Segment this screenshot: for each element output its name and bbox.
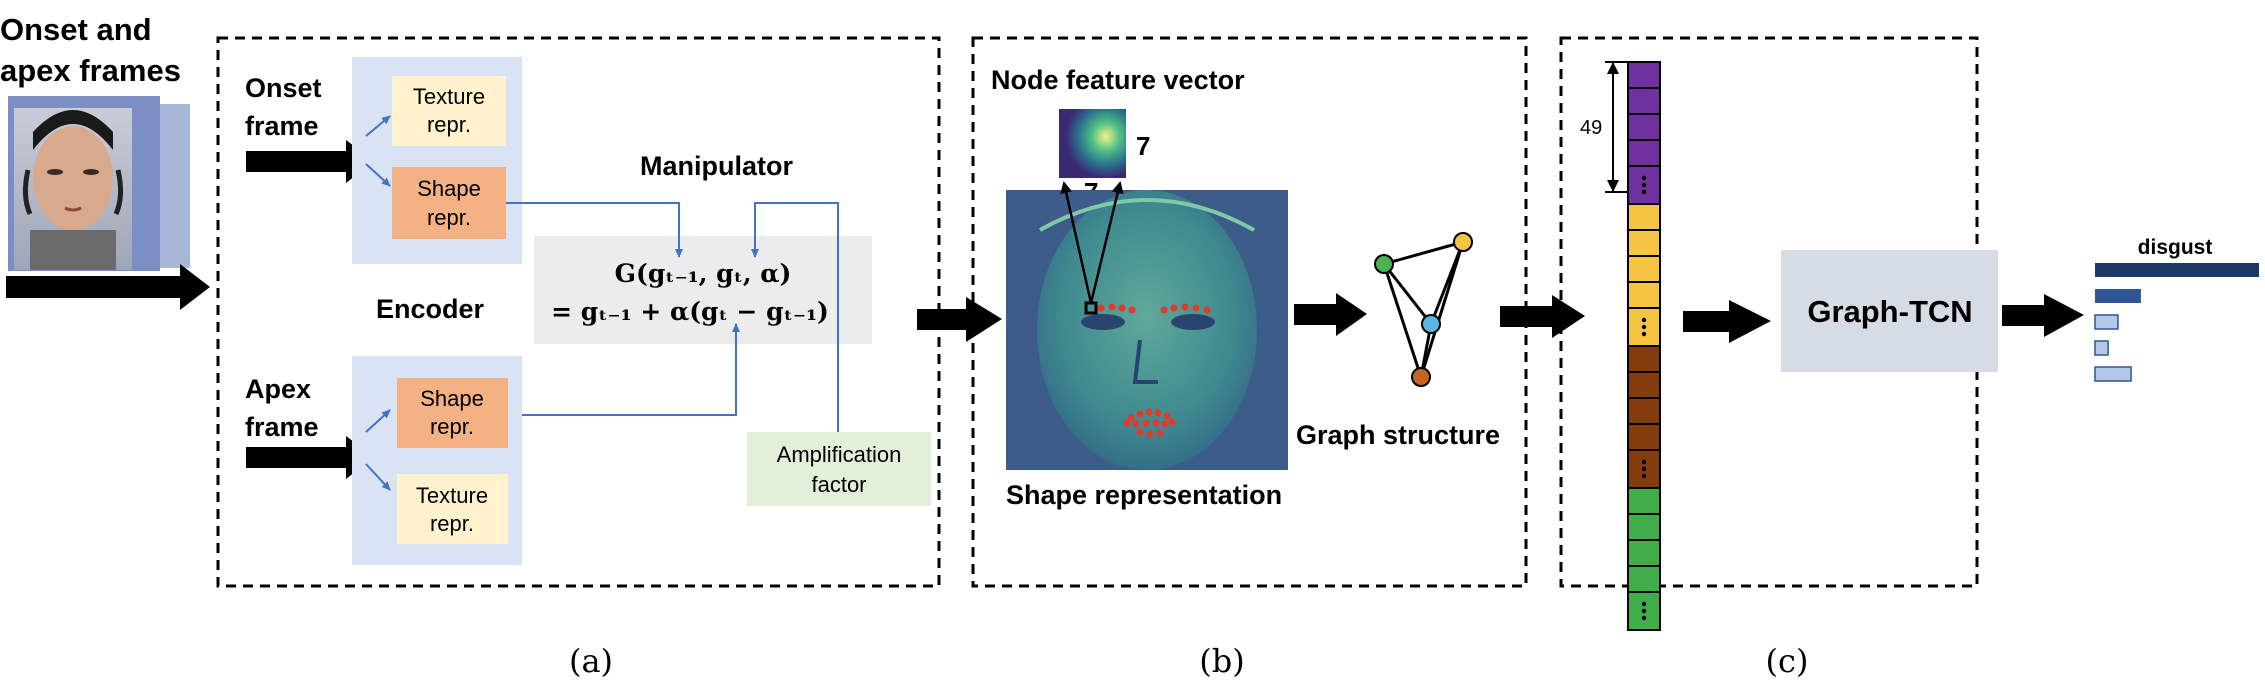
graph-node-blue — [1421, 314, 1441, 334]
amp-to-manipulator — [751, 202, 839, 432]
ellipsis-dot — [1641, 473, 1647, 479]
dimension-label: 49 — [1580, 117, 1602, 139]
feature-patch — [1059, 109, 1126, 178]
ellipsis-dot — [1641, 324, 1647, 330]
onset-texture-line1: Texture — [413, 84, 485, 109]
onset-shape-line2: repr. — [427, 205, 471, 230]
ellipsis-dot — [1641, 466, 1647, 472]
onset-texture-line2: repr. — [427, 112, 471, 137]
feature-cell — [1627, 539, 1661, 567]
formula-box — [534, 236, 872, 344]
arrow-a-to-b — [917, 297, 1002, 342]
patch-extraction-lines — [1060, 181, 1124, 304]
onset-label-line2: frame — [245, 111, 319, 141]
apex-shape-box — [397, 378, 508, 448]
onset-shape-to-manipulator — [506, 202, 683, 258]
apex-texture-line1: Texture — [416, 483, 488, 508]
output-bar — [2095, 289, 2141, 303]
graph-tcn-box[interactable] — [1781, 250, 1998, 372]
input-title-line1: Onset and — [0, 12, 152, 47]
feature-cell — [1627, 513, 1661, 541]
formula-line1: G(gₜ₋₁, gₜ, α) — [615, 259, 792, 288]
encoder-label: Encoder — [376, 294, 485, 324]
apex-texture-box — [397, 474, 508, 544]
shape-representation-label: Shape representation — [1006, 480, 1282, 510]
output-class-label: disgust — [2138, 236, 2213, 259]
feature-cell — [1627, 203, 1661, 231]
graph-node-green — [1374, 254, 1394, 274]
patch-width-label: 7 — [1136, 131, 1150, 161]
output-bar — [2094, 366, 2132, 382]
output-bar — [2094, 340, 2109, 356]
arrow-to-output — [2002, 294, 2084, 337]
caption-c: (c) — [1766, 642, 1809, 680]
arrow-to-graph — [1294, 293, 1367, 336]
graph-tcn-label: Graph-TCN — [1807, 294, 1972, 329]
feature-cell — [1627, 281, 1661, 309]
amplification-line2: factor — [811, 472, 866, 497]
output-bar — [2094, 314, 2119, 330]
dimension-marker — [1605, 61, 1628, 193]
onset-label-line1: Onset — [245, 73, 322, 103]
feature-cell — [1627, 487, 1661, 515]
feature-vector-column — [1627, 61, 1661, 631]
node-feature-label: Node feature vector — [991, 65, 1245, 95]
apex-label-line1: Apex — [245, 374, 311, 404]
graph-structure — [1374, 232, 1473, 387]
manipulator-label: Manipulator — [640, 151, 793, 181]
output-bar — [2095, 263, 2259, 277]
ellipsis-dot — [1641, 189, 1647, 195]
apex-texture-line2: repr. — [430, 511, 474, 536]
amplification-box — [747, 432, 931, 506]
ellipsis-dot — [1641, 317, 1647, 323]
landmark-points — [1097, 303, 1211, 438]
apex-label-line2: frame — [245, 412, 319, 442]
feature-cell — [1627, 61, 1661, 89]
apex-shape-line1: Shape — [420, 386, 484, 411]
formula-line2: = gₜ₋₁ + α(gₜ − gₜ₋₁) — [551, 297, 829, 326]
feature-cell — [1627, 229, 1661, 257]
graph-node-yellow — [1453, 232, 1473, 252]
feature-cell — [1627, 345, 1661, 373]
input-arrow — [6, 264, 210, 310]
arrow-b-to-c — [1500, 295, 1585, 338]
apex-shape-line2: repr. — [430, 414, 474, 439]
ellipsis-dot — [1641, 601, 1647, 607]
feature-cell — [1627, 565, 1661, 593]
arrow-to-tcn — [1683, 300, 1771, 343]
amplification-line1: Amplification — [777, 442, 902, 467]
ellipsis-dot — [1641, 182, 1647, 188]
ellipsis-dot — [1641, 175, 1647, 181]
caption-b: (b) — [1199, 642, 1244, 680]
caption-a: (a) — [569, 642, 613, 680]
input-title-line2: apex frames — [0, 53, 181, 88]
onset-shape-box — [392, 167, 506, 239]
feature-cell — [1627, 255, 1661, 283]
feature-cell — [1627, 113, 1661, 141]
input-face-photos — [8, 96, 190, 271]
feature-cell — [1627, 397, 1661, 425]
ellipsis-dot — [1641, 615, 1647, 621]
onset-texture-box — [392, 76, 506, 146]
graph-structure-label: Graph structure — [1296, 420, 1500, 450]
feature-cell — [1627, 423, 1661, 451]
ellipsis-dot — [1641, 459, 1647, 465]
feature-cell — [1627, 139, 1661, 167]
ellipsis-dot — [1641, 331, 1647, 337]
shape-representation-image — [1006, 190, 1288, 470]
feature-cell — [1627, 87, 1661, 115]
output-score-bars — [2094, 263, 2259, 382]
graph-node-orange — [1411, 367, 1431, 387]
feature-cell — [1627, 371, 1661, 399]
panel-b-frame — [971, 36, 1528, 588]
onset-shape-line1: Shape — [417, 176, 481, 201]
ellipsis-dot — [1641, 608, 1647, 614]
apex-shape-to-manipulator — [506, 323, 740, 416]
